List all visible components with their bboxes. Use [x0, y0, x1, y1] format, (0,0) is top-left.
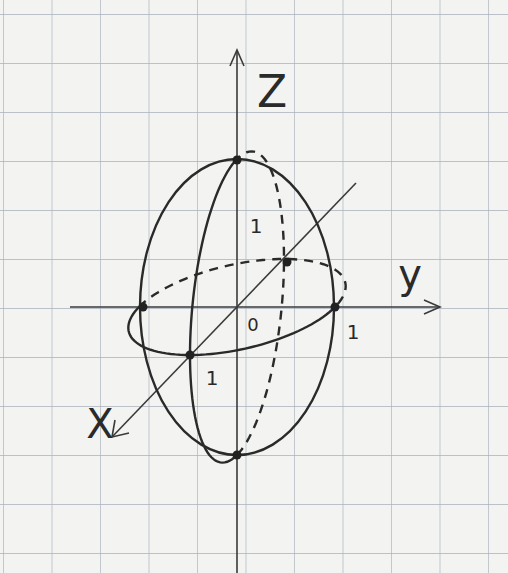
coordinate-axes — [70, 50, 440, 573]
point — [139, 303, 148, 312]
tick-number: 1 — [206, 368, 219, 388]
axis-name: y — [398, 254, 422, 294]
z-arrowhead — [230, 50, 244, 66]
axis-name: X — [86, 404, 113, 444]
point — [233, 451, 242, 460]
point — [186, 351, 195, 360]
point — [331, 303, 340, 312]
point — [283, 258, 292, 267]
tick-number: 1 — [347, 322, 360, 342]
point — [233, 156, 242, 165]
meridian-front — [190, 159, 237, 463]
meridian-back — [237, 151, 284, 455]
equator-back — [139, 259, 346, 307]
y-axis — [70, 306, 440, 308]
ellipsoid-outline — [140, 159, 334, 455]
ellipsoid — [128, 151, 345, 462]
z-axis — [236, 50, 238, 573]
equator-front — [128, 307, 335, 355]
y-arrowhead — [424, 300, 440, 314]
x-axis — [112, 183, 356, 437]
intercept-points — [139, 156, 340, 460]
x-arrowhead — [112, 420, 129, 437]
axis-name: Z — [257, 70, 287, 114]
tick-number: 1 — [250, 216, 263, 236]
origin-label: 0 — [247, 316, 258, 334]
